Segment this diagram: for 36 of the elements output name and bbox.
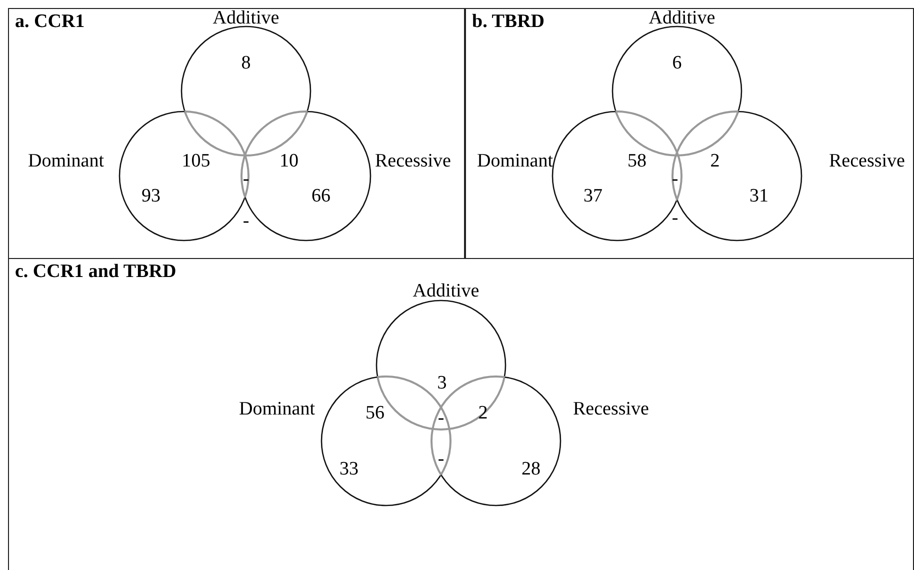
overlap-count: - (438, 450, 444, 468)
panel-title: c. CCR1 and TBRD (15, 261, 176, 283)
overlap-count: 2 (478, 404, 488, 422)
count-label: 6 (672, 54, 682, 72)
panel-title: b. TBRD (472, 11, 545, 33)
set-label: Recessive (375, 152, 451, 170)
set-label: Dominant (477, 152, 553, 170)
count-label: 66 (312, 186, 330, 206)
panel-frame (8, 8, 465, 259)
count-label: 8 (241, 54, 251, 72)
count-label: 3 (437, 374, 447, 392)
overlap-count: 58 (628, 152, 646, 170)
count-label: 31 (750, 186, 768, 206)
count-label: 93 (142, 186, 160, 206)
overlap-count: - (672, 170, 678, 188)
panel-title: a. CCR1 (15, 11, 85, 33)
set-label: Additive (412, 282, 480, 300)
overlap-count: - (242, 170, 250, 188)
overlap-count: 105 (182, 152, 210, 170)
overlap-count: 56 (366, 404, 384, 422)
set-label: Additive (212, 8, 280, 28)
overlap-count: - (438, 408, 444, 428)
count-label: 33 (340, 460, 358, 478)
overlap-count: - (242, 212, 250, 230)
count-label: 28 (522, 460, 540, 478)
set-label: Dominant (28, 152, 104, 170)
overlap-count: - (672, 208, 678, 228)
set-label: Additive (648, 8, 716, 28)
count-label: 37 (584, 186, 602, 206)
set-label: Recessive (829, 152, 905, 170)
overlap-count: 2 (710, 152, 720, 170)
set-label: Recessive (573, 400, 649, 418)
panel-frame (8, 258, 914, 570)
set-label: Dominant (239, 400, 315, 418)
overlap-count: 10 (280, 152, 298, 170)
panel-frame (465, 8, 914, 259)
